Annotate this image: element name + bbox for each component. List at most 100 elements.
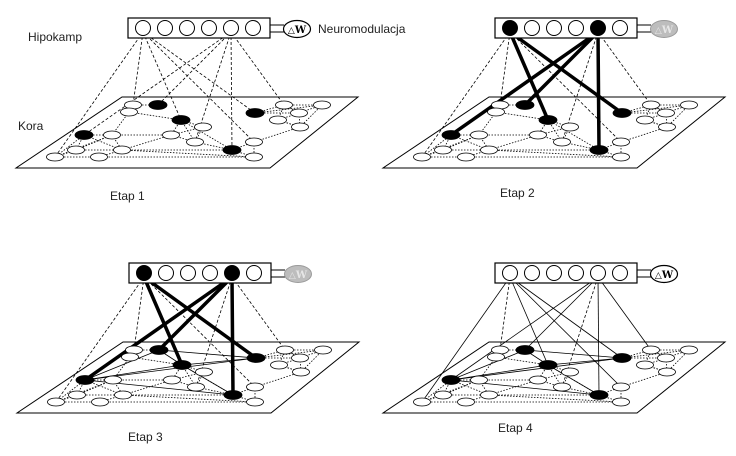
cortex-nodes (47, 345, 332, 407)
cortex-node (276, 345, 294, 355)
hippocampal-projections (421, 30, 652, 158)
assembly-edge (181, 357, 257, 366)
cortex-node (636, 115, 654, 125)
cortex-node (314, 345, 332, 355)
projection-thin (597, 276, 652, 351)
projection-thick (449, 30, 600, 137)
cortex-node (529, 375, 547, 385)
cortex-edge (299, 357, 302, 373)
hippocampus-unit (568, 265, 584, 281)
cortex-edge (254, 371, 302, 388)
cortex-edge (621, 349, 690, 359)
projection-thick (508, 30, 550, 122)
delta-w-text: △W (655, 270, 674, 281)
cortex-node-active (171, 115, 191, 125)
projection-thin (524, 276, 599, 351)
cortex-node (529, 130, 547, 140)
cortex-node (680, 345, 698, 355)
projection-dash (55, 276, 145, 403)
cortex-edge (666, 104, 690, 128)
hippocampus-unit (612, 265, 628, 281)
cortex-edge (54, 134, 113, 158)
projection-dash (499, 31, 511, 106)
cortex-node-active (148, 100, 168, 110)
cortex-node (68, 390, 86, 400)
cortex-node (162, 130, 180, 140)
cortex-node (561, 367, 579, 377)
neuromodulation-label: Neuromodulacja (318, 22, 406, 36)
cortex-edge (299, 104, 323, 128)
projection-dash (421, 31, 511, 158)
assembly-edge (158, 349, 257, 359)
cortex-node (246, 397, 264, 407)
cortex-node (658, 367, 676, 377)
cortex-node (246, 382, 264, 392)
cortex-node (187, 382, 205, 392)
projection-dash (597, 31, 652, 106)
assembly-edge (450, 364, 549, 381)
cortex-plane (381, 341, 727, 414)
cortex-node (480, 145, 498, 155)
cortex-node (121, 352, 139, 362)
cortex-edge (547, 119, 600, 151)
hippocampus-unit (201, 20, 217, 36)
cortex-node-active (75, 375, 95, 385)
cortex-edge (488, 149, 622, 158)
hippocampus-unit (524, 20, 540, 36)
hippocampus-label: Hipokamp (28, 30, 83, 44)
projection-dash (231, 276, 286, 351)
hippocampus-unit (590, 265, 606, 281)
cortex-edge (253, 126, 301, 143)
cortex-plane (14, 96, 360, 169)
projection-thin (509, 276, 623, 359)
cortex-node-active (172, 360, 192, 370)
hippocampus-unit-active (502, 20, 518, 36)
cortex-node (46, 152, 64, 162)
cortex-node (90, 152, 108, 162)
delta-w-icon (282, 19, 312, 39)
assembly-edge (84, 364, 183, 381)
hippocampus-unit (546, 20, 562, 36)
projection-thick (142, 275, 184, 367)
cortex-node-active (589, 390, 609, 400)
cortex-edge (254, 104, 323, 114)
cortex-nodes (413, 100, 698, 162)
hippocampus-unit (246, 265, 262, 281)
cortex-nodes (46, 100, 331, 162)
cortex-node-active (149, 345, 169, 355)
assembly-edge (547, 364, 600, 396)
cortex-edge (122, 394, 256, 403)
cortex-node (291, 353, 309, 363)
projection-thick (508, 30, 624, 115)
cortex-node-active (222, 145, 242, 155)
cortex-node (413, 152, 431, 162)
cortex-edge (55, 379, 114, 403)
assembly-edge (84, 349, 160, 381)
stage-panel-4: △W (381, 262, 727, 414)
cortex-node-active (515, 345, 535, 355)
cortex-edge (665, 357, 668, 373)
cortex-local-edges (421, 104, 690, 158)
cortex-node (612, 152, 630, 162)
stage-panel-1: △W (14, 17, 360, 169)
hippocampus-unit (158, 265, 174, 281)
cortex-node-active (538, 115, 558, 125)
cortex-edge (620, 126, 668, 143)
hippocampus-unit (524, 265, 540, 281)
cortex-node (470, 130, 488, 140)
cortex-assembly-edges (450, 349, 623, 396)
cortex-node (657, 353, 675, 363)
cortex-plane (381, 96, 727, 169)
projection-dash (54, 31, 144, 158)
hippocampus-unit (179, 20, 195, 36)
cortex-node (47, 397, 65, 407)
assembly-edge (524, 349, 623, 359)
cortex-node (245, 137, 263, 147)
cortex-local-edges (421, 349, 690, 403)
cortex-edge (421, 379, 480, 403)
cortex-node (194, 122, 212, 132)
cortex-edge (621, 104, 690, 114)
cortex-edge (421, 134, 480, 158)
cortex-node (636, 360, 654, 370)
